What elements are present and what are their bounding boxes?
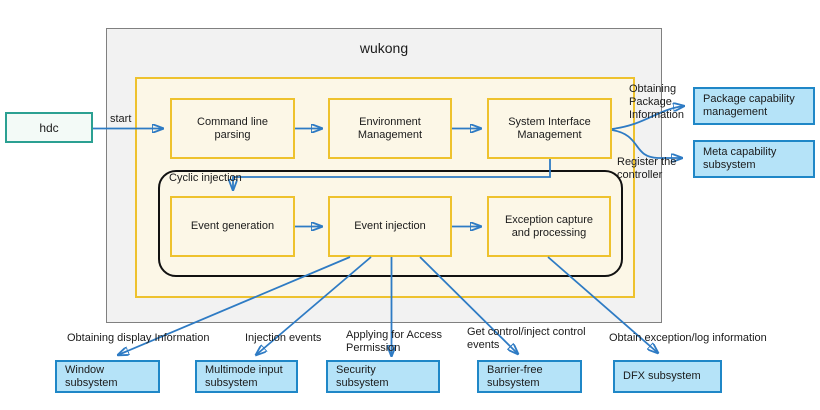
edge-label-obtaining-package: Obtaining Package Information xyxy=(629,83,685,121)
node-event-generation: Event generation xyxy=(170,196,295,257)
node-environment-management-label: Environment Management xyxy=(357,115,423,141)
node-barrier-free-subsystem-label: Barrier-free subsystem xyxy=(487,363,543,389)
node-exception-capture-label: Exception capture and processing xyxy=(504,213,594,239)
node-window-subsystem-label: Window subsystem xyxy=(65,363,118,389)
node-environment-management: Environment Management xyxy=(328,98,452,159)
edge-label-start: start xyxy=(110,113,132,125)
node-package-capability-label: Package capability management xyxy=(703,93,795,118)
edge-label-register-controller: Register the controller xyxy=(617,156,677,181)
node-hdc: hdc xyxy=(5,112,93,143)
node-event-injection-label: Event injection xyxy=(354,220,426,232)
node-package-capability: Package capability management xyxy=(693,87,815,125)
node-hdc-label: hdc xyxy=(39,120,59,135)
node-multimode-subsystem-label: Multimode input subsystem xyxy=(205,363,283,389)
node-dfx-subsystem-label: DFX subsystem xyxy=(623,370,701,382)
node-security-subsystem-label: Security subsystem xyxy=(336,363,389,389)
node-system-interface-management-label: System Interface Management xyxy=(508,115,591,141)
node-security-subsystem: Security subsystem xyxy=(326,360,440,393)
edge-label-get-control: Get control/inject control events xyxy=(467,326,586,351)
node-meta-capability: Meta capability subsystem xyxy=(693,140,815,178)
node-exception-capture: Exception capture and processing xyxy=(487,196,611,257)
node-event-generation-label: Event generation xyxy=(190,220,275,232)
node-command-line-parsing-label: Command line parsing xyxy=(197,115,268,141)
node-event-injection: Event injection xyxy=(328,196,452,257)
node-command-line-parsing: Command line parsing xyxy=(170,98,295,159)
node-window-subsystem: Window subsystem xyxy=(55,360,160,393)
node-system-interface-management: System Interface Management xyxy=(487,98,612,159)
node-barrier-free-subsystem: Barrier-free subsystem xyxy=(477,360,582,393)
edge-label-injection-events: Injection events xyxy=(245,332,322,344)
node-multimode-subsystem: Multimode input subsystem xyxy=(195,360,298,393)
diagram-title: wukong xyxy=(359,40,409,56)
node-dfx-subsystem: DFX subsystem xyxy=(613,360,722,393)
edge-label-applying-access: Applying for Access Permission xyxy=(346,329,442,354)
edge-label-obtain-exception: Obtain exception/log information xyxy=(609,332,767,344)
cyclic-injection-label: Cyclic injection xyxy=(169,172,242,184)
edge-label-obtaining-display: Obtaining display Information xyxy=(67,332,210,344)
node-meta-capability-label: Meta capability subsystem xyxy=(703,146,777,171)
